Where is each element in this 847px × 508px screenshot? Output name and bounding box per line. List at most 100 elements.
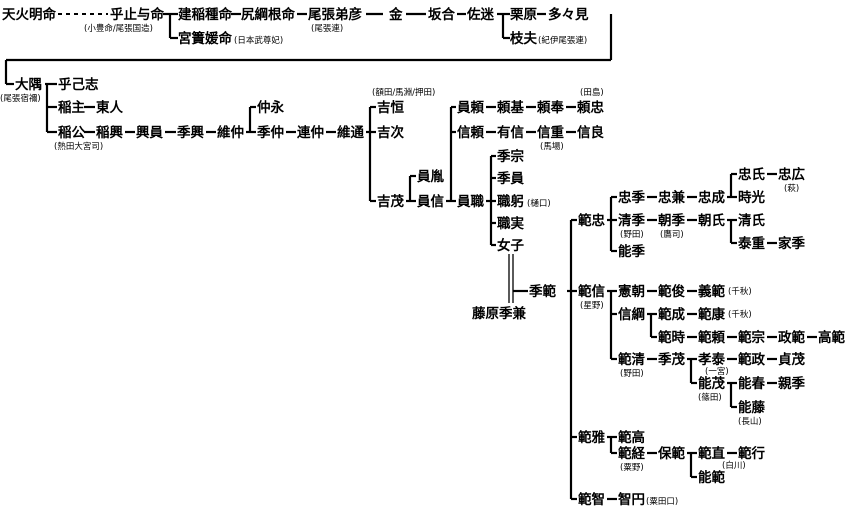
person-noritomo2: 範智 [578,491,605,508]
note-tomosue: (鷹司) [660,229,684,240]
person-yoshinori2: 能範 [698,469,726,486]
note-yoshinori: (千秋) [728,286,752,297]
note-tadahiro: (萩) [784,183,799,194]
person-yoshishige: 吉茂 [377,193,404,210]
person-oyoyo: 乎止与命 [110,6,164,23]
person-noritada: 範忠 [578,212,606,229]
person-norinao: 範直 [698,445,726,462]
note-nobushige: (馬場) [540,141,564,152]
person-suetoki: 季興 [176,124,204,141]
person-yoshinori: 義範 [698,283,726,300]
person-norinari: 範成 [658,306,686,323]
person-kazuyori: 員頼 [457,99,484,116]
person-nobuyoshi: 信良 [577,124,605,141]
person-yoshishige2: 能茂 [698,375,726,392]
note-yoshifuji: (長山) [738,416,762,427]
person-nobutsuna: 信綱 [618,306,645,323]
person-inaoki: 稲興 [96,124,123,141]
person-kokoshi: 乎己志 [58,76,99,93]
person-nodes: 天火明命 乎止与命 (小豊命/尾張国造) 建稲種命 尻綱根命 尾張弟彦 (尾張連… [0,6,846,508]
person-takeinadane: 建稲種命 [177,6,232,23]
note-owari-oto: (尾張連) [311,23,343,34]
person-norimune: 範宗 [738,329,766,346]
note-yoshishige2: (篠田) [698,392,722,403]
person-inakimi: 稲公 [58,124,85,141]
person-owari-oto: 尾張弟彦 [308,6,362,23]
person-tsuranaka: 連仲 [297,124,324,141]
person-yoshifuji: 能藤 [738,399,766,416]
person-osumi: 大隅 [15,76,42,93]
note-inakimi: (熱田大宮司) [54,141,103,152]
person-noriyuki: 範行 [738,445,766,462]
person-norikiyo: 範清 [618,351,646,368]
note-tomomaru: (粟田口) [646,497,678,507]
person-norimasa: 範政 [738,351,766,368]
person-tadasue: 忠季 [618,189,646,206]
person-noritomo: 憲朝 [618,283,645,300]
person-fujiwara-suekane: 藤原季兼 [472,305,526,322]
person-joshi: 女子 [497,237,525,254]
person-yasunori: 保範 [657,445,686,462]
person-tomouji: 朝氏 [698,212,726,229]
note-miyasu: (日本武尊妃) [234,35,283,46]
note-edao: (紀伊尾張連) [538,35,587,46]
connector-lines [4,12,817,501]
person-yorimoto: 頼基 [497,99,525,116]
person-tomomaru: 智円 [618,491,645,508]
note-noriyuki: (白川) [722,460,746,471]
note-yoshitsune: (額田/馬淵/押田) [372,87,435,98]
person-noritoshi: 範俊 [658,283,686,300]
person-chikasue: 親季 [778,375,806,392]
person-motozane: 職実 [497,215,525,232]
person-tadauji: 忠氏 [738,167,766,183]
person-noritoki: 範時 [658,329,686,346]
note-norinobu: (星野) [580,301,604,311]
person-kazumoto: 員職 [457,193,484,210]
person-kin: 金 [388,6,403,23]
note-norikiyo: (野田) [620,369,644,379]
person-noritsune: 範経 [618,445,646,462]
person-tadahiro: 忠広 [778,166,806,183]
note-yoritada: (田島) [580,87,604,98]
person-nakanaga: 仲永 [257,99,284,116]
person-norinobu: 範信 [578,283,606,300]
person-nobuyori: 信頼 [457,124,484,141]
note-takayasu: (一宮) [705,366,729,377]
person-yoritada: 頼忠 [577,99,605,116]
person-yorihou: 頼奉 [537,99,565,116]
person-noriyasu: 範康 [698,306,726,323]
person-nobushige: 信重 [537,124,565,141]
person-korenaka: 維仲 [217,124,244,141]
note-oyoyo: (小豊命/尾張国造) [84,23,153,34]
person-tadanari: 忠成 [698,189,726,206]
person-suemochi: 季茂 [657,351,686,368]
person-noriyori: 範頼 [698,329,726,346]
person-sakaai: 坂合 [428,6,455,23]
note-noritsune: (粟野) [620,463,644,473]
person-sadashige: 貞茂 [778,351,806,368]
person-iesue: 家季 [778,235,806,252]
person-yoshitsugu: 吉次 [377,124,404,141]
person-yoshitsune: 吉恒 [377,99,404,116]
person-tokimitsu: 時光 [738,189,766,206]
person-masanori: 政範 [778,329,806,346]
person-edao: 枝夫 [509,30,538,47]
person-koremichi: 維通 [337,124,364,141]
person-tatami: 多々見 [548,6,589,23]
person-suenori: 季範 [528,283,557,300]
person-yasushige: 泰重 [737,235,766,252]
note-kiyosue: (野田) [620,230,644,240]
person-noritaka: 範高 [618,429,645,446]
person-suemune: 季宗 [496,148,525,165]
person-samei: 佐迷 [466,6,494,23]
person-arinobu: 有信 [497,124,525,141]
person-okikazu: 興員 [136,125,163,141]
person-yoshisue: 能季 [618,243,646,260]
person-kazutane: 員胤 [417,168,444,185]
person-norimasa2: 範雅 [578,429,606,446]
note-osumi: (尾張宿禰) [0,93,41,104]
person-miyasu: 宮簀媛命 [178,30,232,47]
person-inanushi: 稲主 [58,99,85,116]
person-takayasu: 孝泰 [698,351,726,368]
person-suenaka: 季仲 [256,124,284,141]
